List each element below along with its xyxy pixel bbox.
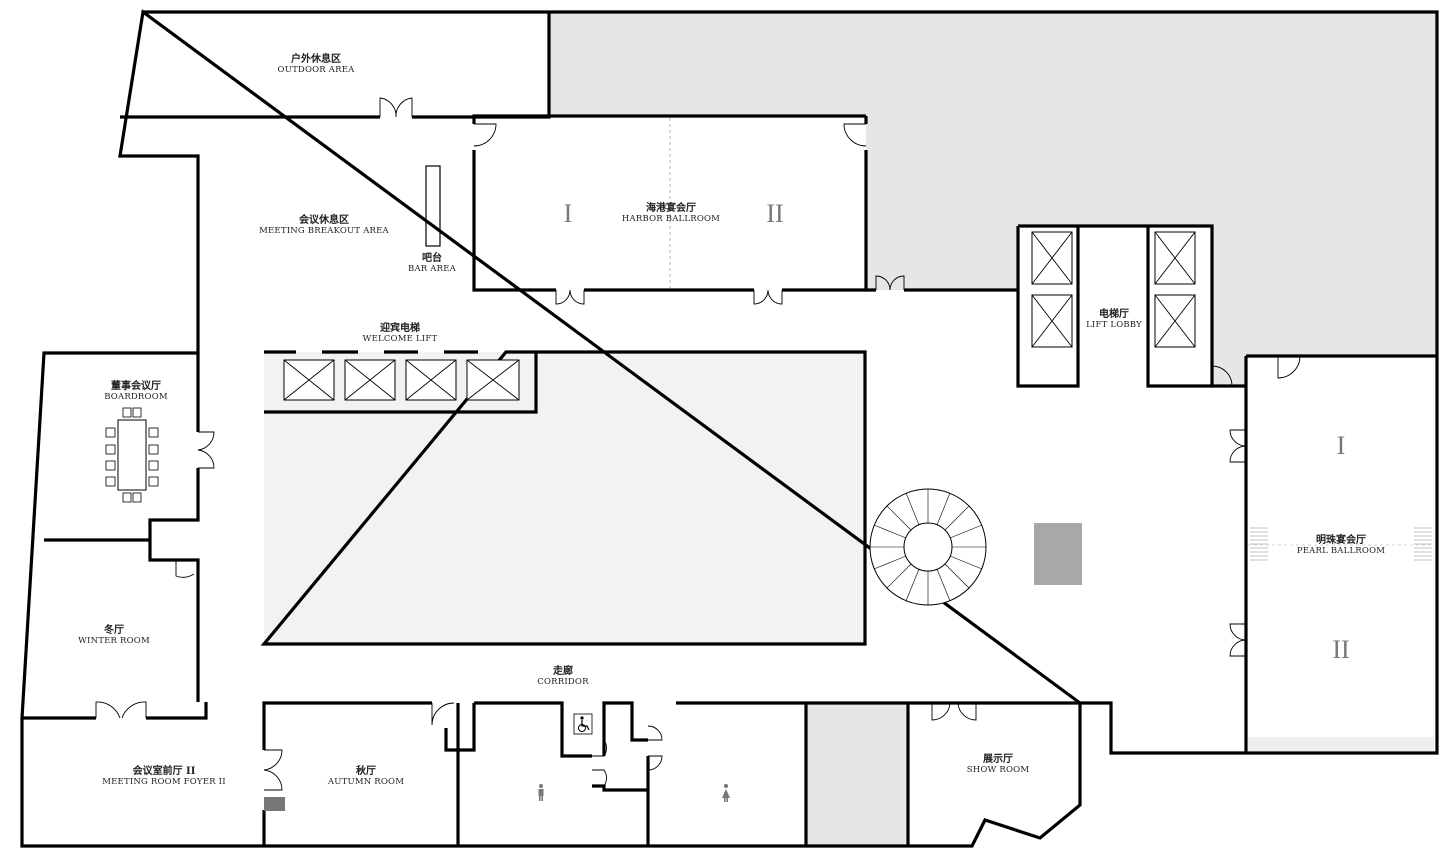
harbor-ballroom-label-zh: 海港宴会厅	[646, 201, 696, 214]
bar-area-label-zh: 吧台	[422, 251, 442, 264]
central-atrium-void	[264, 352, 865, 644]
show-room-label-en: SHOW ROOM	[967, 765, 1030, 775]
bar-counter	[425, 165, 441, 247]
harbor-ballroom-label-en: HARBOR BALLROOM	[622, 214, 720, 224]
breakout-area-label-en: MEETING BREAKOUT AREA	[259, 226, 389, 236]
wheelchair-icon	[573, 713, 593, 735]
spiral-staircase	[869, 488, 987, 606]
bar-area-label-en: BAR AREA	[408, 264, 457, 274]
winter-room-label-zh: 冬厅	[104, 623, 124, 636]
outdoor-area-label-en: OUTDOOR AREA	[278, 65, 356, 75]
service-shaft	[806, 704, 908, 846]
harbor-section-2: II	[766, 199, 783, 228]
outdoor-area-label-zh: 户外休息区	[290, 52, 341, 65]
breakout-area-label-zh: 会议休息区	[299, 213, 349, 226]
pearl-stair-right	[1414, 527, 1432, 561]
pearl-stair-left	[1250, 527, 1268, 561]
pearl-ballroom-label-en: PEARL BALLROOM	[1297, 546, 1385, 556]
corridor-label-en: CORRIDOR	[537, 677, 589, 687]
boardroom-table	[105, 407, 159, 503]
welcome-lift-label-en: WELCOME LIFT	[363, 334, 438, 344]
lift-lobby-label-en: LIFT LOBBY	[1086, 320, 1142, 330]
boardroom-label-en: BOARDROOM	[104, 392, 168, 402]
pearl-stage-strip	[1248, 737, 1434, 751]
foyer-2-label-en: MEETING ROOM FOYER II	[102, 777, 226, 787]
corridor-label-zh: 走廊	[552, 664, 573, 677]
foyer-service-block	[264, 797, 285, 811]
pearl-ballroom-label-zh: 明珠宴会厅	[1316, 533, 1366, 546]
boardroom-label-zh: 董事会议厅	[111, 379, 161, 392]
welcome-lift-label-zh: 迎宾电梯	[380, 321, 420, 334]
pearl-section-1: I	[1337, 431, 1346, 460]
harbor-section-1: I	[564, 199, 573, 228]
display-block	[1034, 523, 1082, 585]
male-restroom-icon	[538, 784, 544, 801]
lift-cross-lines	[1031, 231, 1196, 348]
lift-lobby-label-zh: 电梯厅	[1099, 307, 1129, 320]
autumn-room-label-en: AUTUMN ROOM	[327, 777, 404, 787]
doors	[95, 97, 1301, 791]
pearl-ballroom-wall	[1212, 356, 1248, 753]
welcome-lift-cross-lines	[283, 359, 520, 401]
winter-room-wall	[22, 702, 208, 720]
welcome-lift-wall	[264, 352, 538, 414]
pearl-section-2: II	[1332, 635, 1349, 664]
south-rooms-wall	[262, 701, 1108, 846]
winter-room-label-en: WINTER ROOM	[78, 636, 150, 646]
show-room-label-zh: 展示厅	[983, 753, 1013, 765]
female-restroom-icon	[722, 784, 730, 802]
foyer-2-label-zh: 会议室前厅 II	[133, 764, 196, 777]
autumn-room-label-zh: 秋厅	[356, 764, 376, 777]
atrium-wall	[260, 350, 867, 646]
boardroom-wall	[44, 353, 200, 702]
unused-area-north-east	[549, 12, 1437, 386]
